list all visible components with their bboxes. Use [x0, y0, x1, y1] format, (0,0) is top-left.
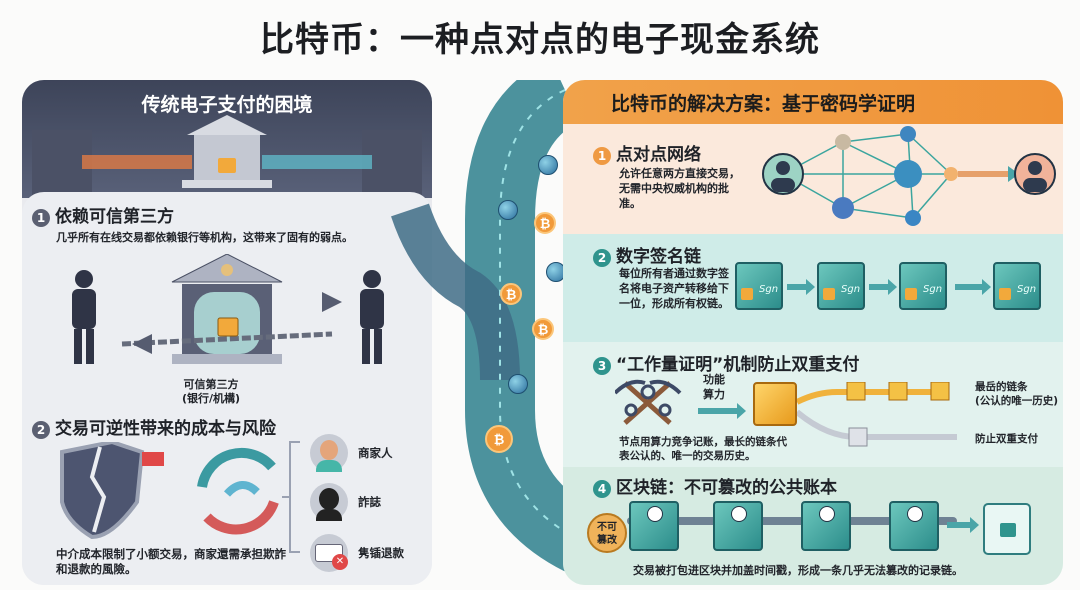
section-title: “工作量证明”机制防止双重支付: [616, 355, 860, 375]
pickaxe-gears-icon: [615, 379, 682, 425]
bank-label-sub: (银行/机構): [182, 392, 241, 405]
arrow-icon: [947, 517, 979, 533]
panel-header: 比特币的解决方案：基于密码学证明: [563, 80, 1063, 124]
page-title: 比特币：一种点对点的电子现金系统: [260, 20, 820, 60]
section-desc: 每位所有者通过数字签名将电子资产转移给下一位，形成所有权链。: [619, 267, 729, 310]
arrow-icon: [955, 279, 991, 295]
longest-chain-sub: (公认的唯一历史): [975, 395, 1059, 407]
section-desc: 几乎所有在线交易都依赖银行等机构，这带来了固有的弱点。: [56, 231, 353, 244]
bank-label: 可信第三方 (银行/机構): [182, 378, 240, 406]
bitcoin-coin-icon: ₿: [532, 318, 554, 340]
chain-fork: [797, 382, 957, 447]
section-reversibility: 2 交易可逆性带来的成本与风险: [32, 414, 276, 439]
signed-block-icon: Sgn: [735, 262, 783, 310]
risk-list: 商家人 詐誌 ✕ 隽锸退款: [310, 430, 404, 578]
tamper-proof-badge: 不可篡改: [587, 513, 627, 553]
bitcoin-coin-icon: ₿: [485, 425, 513, 453]
timestamp-block-icon: [713, 501, 763, 551]
section-title: 点对点网络: [616, 145, 701, 165]
network-node-icon: [538, 155, 558, 175]
p2p-network-diagram: [762, 126, 1056, 226]
person-icon: [360, 270, 384, 364]
thief-avatar-icon: [310, 483, 348, 521]
section-desc: 节点用算力竞争记账，最长的链条代表公认的、唯一的交易历史。: [619, 436, 787, 462]
network-node-icon: [498, 200, 518, 220]
risk-item-fraud: 詐誌: [310, 476, 404, 528]
section-p2p-network: 1 点对点网络 允许任意两方直接交易，无需中央权威机构的批准。: [563, 124, 1063, 234]
signed-block-icon: Sgn: [993, 262, 1041, 310]
section-desc: 交易被打包进区块并加盖时间戳，形成一条几乎无法篡改的记录链。: [633, 564, 963, 577]
timestamp-block-icon: [889, 501, 939, 551]
arrow-icon: [787, 279, 815, 295]
panel-heading: 传统电子支付的困境: [141, 94, 313, 116]
problems-body: 1 依赖可信第三方 几乎所有在线交易都依赖银行等机构，这带来了固有的弱点。 可信第…: [22, 192, 432, 585]
bitcoin-coin-icon: ₿: [500, 283, 522, 305]
section-signature-chain: 2 数字签名链 每位所有者通过数字签名将电子资产转移给下一位，形成所有权链。 Sg…: [563, 234, 1063, 342]
card-declined-icon: ✕: [310, 534, 348, 572]
broken-shield-icon: [60, 442, 145, 540]
panel-header-bg: [22, 80, 432, 200]
bank-gate-illustration: [32, 115, 422, 200]
section-blockchain-ledger: 4 区块链：不可篡改的公共账本 不可篡改 交易被打包进区块并加盖时间戳，形成一条几…: [563, 467, 1063, 585]
traditional-payment-panel: 传统电子支付的困境 1 依赖可信第三方 几乎所有在线交易都依赖银行等机构，这带来了…: [22, 80, 432, 585]
mined-block-icon: [753, 382, 797, 426]
section-title: 数字签名链: [616, 247, 701, 267]
signed-block-icon: Sgn: [899, 262, 947, 310]
bracket: [282, 441, 300, 553]
hash-power-label: 功能算力: [703, 373, 725, 401]
chain-links: [627, 517, 957, 525]
bank-chain-illustration: [72, 254, 384, 364]
step-number: 2: [593, 248, 611, 267]
risk-item-merchant: 商家人: [310, 430, 404, 476]
broken-shield-refresh-illustration: [60, 442, 279, 540]
section-title: 区块链：不可篡改的公共账本: [616, 478, 837, 498]
section-title: 依赖可信第三方: [55, 207, 174, 227]
step-number: 2: [32, 420, 50, 439]
step-number: 3: [593, 356, 611, 375]
section-desc: 中介成本限制了小额交易，商家還需承担欺詐和退款的風險。: [56, 547, 286, 576]
risk-item-chargeback: ✕ 隽锸退款: [310, 528, 404, 578]
double-spend-label: 防止双重支付: [975, 433, 1038, 445]
network-node-icon: [508, 374, 528, 394]
merchant-avatar-icon: [310, 434, 348, 472]
data-flow-path: [391, 80, 590, 572]
longest-chain-text: 最岳的链条: [975, 381, 1028, 393]
section-proof-of-work: 3 “工作量证明”机制防止双重支付 功能算力 最岳的链条 (公认的唯一历史) 防止双…: [563, 342, 1063, 467]
section-title: 交易可逆性带来的成本与风险: [55, 419, 276, 439]
locked-ledger-icon: [983, 503, 1031, 555]
risk-label: 隽锸退款: [358, 545, 404, 560]
red-flag-icon: [142, 452, 164, 466]
section-desc: 允许任意两方直接交易，无需中央权威机构的批准。: [619, 167, 740, 210]
step-number: 1: [593, 146, 611, 165]
signed-block-icon: Sgn: [817, 262, 865, 310]
section-trusted-third-party: 1 依赖可信第三方 几乎所有在线交易都依赖银行等机构，这带来了固有的弱点。: [32, 202, 353, 245]
refresh-arrows-icon: [197, 447, 279, 535]
person-icon: [72, 270, 96, 364]
step-number: 4: [593, 479, 611, 498]
bitcoin-coin-icon: ₿: [534, 212, 556, 234]
risk-label: 詐誌: [358, 494, 381, 509]
timestamp-block-icon: [629, 501, 679, 551]
panel-heading: 比特币的解决方案：基于密码学证明: [611, 93, 916, 115]
risk-label: 商家人: [358, 445, 393, 460]
arrow-icon: [869, 279, 897, 295]
longest-chain-label: 最岳的链条 (公认的唯一历史): [975, 380, 1058, 408]
timestamp-block-icon: [801, 501, 851, 551]
bitcoin-solution-panel: 比特币的解决方案：基于密码学证明 1 点对点网络 允许任意两方直接交易，无需中央权…: [563, 80, 1063, 585]
arrow-icon: [698, 403, 746, 419]
step-number: 1: [32, 208, 50, 227]
bank-label-text: 可信第三方: [183, 378, 239, 391]
